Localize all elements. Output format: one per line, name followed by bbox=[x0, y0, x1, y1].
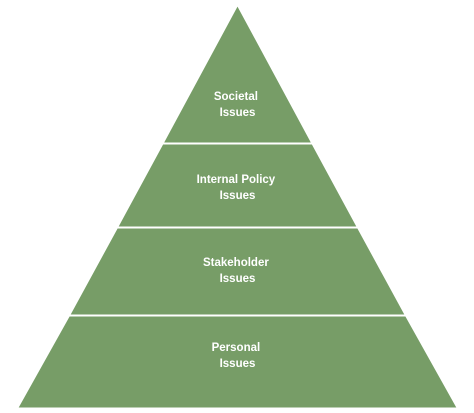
tier-label-line: Issues bbox=[220, 358, 256, 370]
pyramid-tier-societal-shape bbox=[160, 2, 315, 145]
tier-label-line: Stakeholder bbox=[203, 257, 269, 269]
tier-label-line: Issues bbox=[220, 107, 256, 119]
pyramid-tier-societal-label: Societal Issues bbox=[214, 91, 261, 119]
pyramid-tier-stakeholder-label: Stakeholder Issues bbox=[203, 257, 272, 285]
pyramid-tier-internal-policy: Internal Policy Issues bbox=[115, 142, 360, 229]
tier-label-line: Issues bbox=[220, 273, 256, 285]
pyramid-tier-stakeholder-shape bbox=[67, 226, 408, 317]
pyramid-tier-personal-shape bbox=[15, 314, 460, 410]
pyramid-tier-stakeholder: Stakeholder Issues bbox=[67, 226, 408, 317]
pyramid-tier-personal-label: Personal Issues bbox=[212, 342, 264, 370]
pyramid-tier-societal: Societal Issues bbox=[160, 2, 315, 145]
tier-label-line: Issues bbox=[220, 190, 256, 202]
tier-label-line: Societal bbox=[214, 91, 258, 103]
pyramid-tier-internal-policy-label: Internal Policy Issues bbox=[197, 174, 279, 202]
tier-label-line: Personal bbox=[212, 342, 261, 354]
tier-label-line: Internal Policy bbox=[197, 174, 276, 186]
pyramid-tier-personal: Personal Issues bbox=[15, 314, 460, 410]
